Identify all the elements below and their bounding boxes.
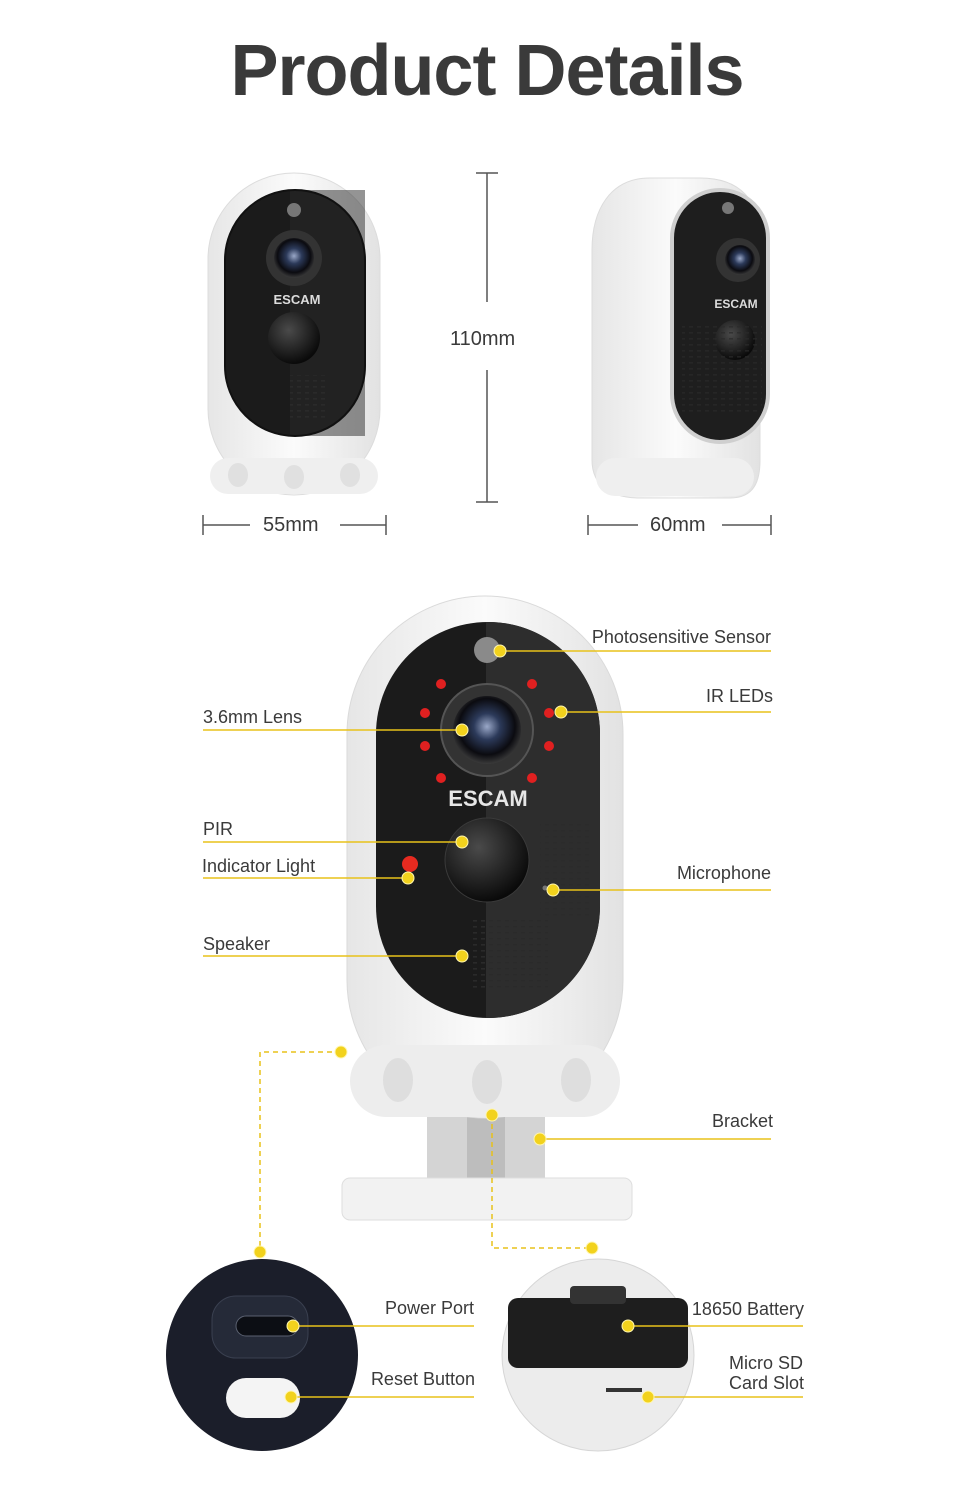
label-microphone: Microphone: [676, 863, 771, 883]
label-bracket: Bracket: [711, 1111, 773, 1131]
label-lens: 3.6mm Lens: [203, 707, 303, 727]
leader-lines: [203, 650, 803, 1398]
front-brand-logo: ESCAM: [274, 292, 321, 307]
label-photosensitive-sensor: Photosensitive Sensor: [591, 627, 771, 647]
page-title: Product Details: [230, 31, 744, 111]
label-sd-slot-line2: Card Slot: [728, 1373, 804, 1393]
detail-battery-sd: [501, 1258, 695, 1452]
front-width-dimension-label: 55mm: [263, 514, 319, 536]
height-dimension-label: 110mm: [450, 328, 516, 350]
side-brand-logo: ESCAM: [714, 297, 757, 311]
main-camera: [341, 595, 633, 1221]
main-brand-logo: ESCAM: [448, 786, 527, 811]
label-indicator-light: Indicator Light: [202, 856, 316, 876]
label-pir: PIR: [203, 819, 234, 839]
side-view-camera: [591, 177, 770, 499]
label-battery: 18650 Battery: [691, 1299, 804, 1319]
side-depth-dimension-label: 60mm: [650, 514, 706, 536]
label-power-port: Power Port: [384, 1298, 474, 1318]
label-sd-slot-line1: Micro SD: [728, 1353, 803, 1373]
label-ir-leds: IR LEDs: [705, 686, 773, 706]
label-reset-button: Reset Button: [370, 1369, 475, 1389]
front-view-camera: [207, 172, 381, 496]
callout-dots: [253, 644, 655, 1404]
dimension-lines: [202, 172, 772, 535]
detail-power-reset: [166, 1259, 358, 1451]
label-speaker: Speaker: [203, 934, 271, 954]
